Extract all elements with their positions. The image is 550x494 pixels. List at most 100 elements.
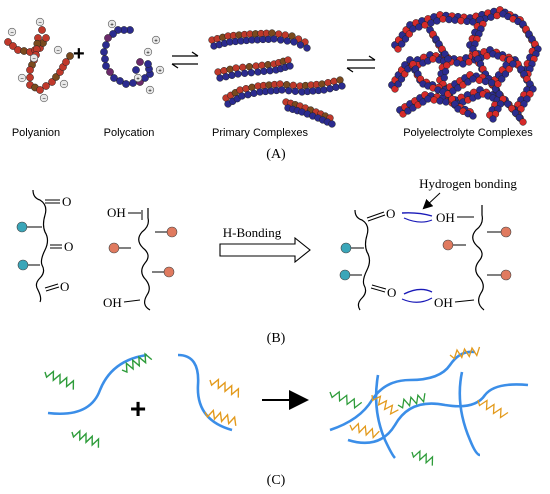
- network-orange-zigzag-3: [477, 399, 509, 419]
- caption-b: (B): [267, 331, 286, 346]
- pec-inner-bead: [463, 17, 471, 26]
- primary-cation-bead: [277, 36, 285, 44]
- anion-charge-symbol: −: [56, 48, 60, 54]
- plus-sign-a: +: [73, 43, 85, 65]
- pec-inner-bead: [397, 75, 406, 83]
- anion-charge-symbol: −: [38, 20, 42, 26]
- orange-zigzag-1: [209, 377, 240, 398]
- polyanion-bead: [66, 52, 74, 60]
- pec-inner-bead: [495, 90, 503, 98]
- pec-inner-bead: [401, 35, 410, 43]
- polyanion-bead: [42, 82, 50, 90]
- primary-cation-bead: [326, 85, 334, 93]
- network-orange-zigzag-4: [349, 422, 380, 439]
- primary-cation-bead: [222, 73, 230, 81]
- h-bonding-arrow: [219, 236, 311, 264]
- polyanion-bead: [42, 34, 50, 42]
- cation-charge: [155, 65, 165, 75]
- oh-bond-right-2: [454, 299, 475, 303]
- polyelectrolyte-complex-cluster: [388, 6, 542, 126]
- polymer-chain-2: [177, 353, 233, 432]
- backbone-hydroxyl-left: [138, 208, 151, 311]
- primary-cation-bead: [291, 87, 299, 95]
- polycation-bead: [102, 62, 110, 70]
- polyanion-bead: [9, 42, 17, 50]
- green-zigzag-2: [121, 352, 153, 374]
- pec-inner-bead: [498, 75, 506, 83]
- pec-inner-bead: [440, 74, 448, 82]
- pec-inner-bead: [405, 30, 413, 38]
- pec-inner-bead: [469, 75, 477, 83]
- carbonyl-o-1: O: [62, 194, 71, 209]
- primary-complexes: [208, 29, 346, 128]
- polyanion-bead: [36, 86, 44, 94]
- pec-inner-bead: [519, 118, 527, 126]
- polyanion-bead: [38, 26, 46, 34]
- primary-cation-bead: [286, 62, 294, 70]
- carbonyl-bond-3: [44, 283, 60, 292]
- primary-cation-bead: [290, 38, 298, 46]
- anion-charge: [59, 79, 69, 89]
- hydrogen-bonding-annotation: Hydrogen bonding: [419, 176, 517, 191]
- polycation-charges: ++++++: [107, 19, 165, 95]
- primary-cation-bead: [303, 44, 311, 52]
- cation-charge: [107, 19, 117, 29]
- pec-inner-bead: [451, 16, 459, 24]
- polycation-chain: [100, 26, 154, 88]
- primary-cation-bead: [241, 69, 249, 77]
- network-orange-zigzag-2: [449, 346, 481, 360]
- cation-charge: [143, 47, 153, 57]
- anion-charge: [17, 73, 27, 83]
- pec-inner-bead: [469, 112, 477, 120]
- primary-cation-bead: [270, 35, 278, 43]
- primary-cation-bead: [244, 91, 252, 99]
- pec-inner-bead: [398, 40, 406, 48]
- anion-charge-symbol: −: [32, 56, 36, 62]
- cation-charge: [145, 85, 155, 95]
- pec-inner-bead: [501, 70, 510, 78]
- primary-cation-bead: [320, 86, 328, 94]
- network-orange-zigzag-1: [371, 394, 399, 416]
- pec-inner-bead: [394, 45, 402, 53]
- label-polyelectrolyte-complexes: Polyelectrolyte Complexes: [403, 127, 533, 139]
- network-chain-3: [374, 374, 396, 459]
- pec-inner-bead: [487, 13, 495, 21]
- network-chain-4: [458, 371, 481, 457]
- polyanion-bead: [62, 58, 70, 66]
- polycation-bead: [106, 68, 114, 76]
- salmon-bead-left-2: [108, 242, 120, 254]
- cation-charge: [151, 35, 161, 45]
- cation-charge-symbol: +: [148, 88, 152, 94]
- h-bonding-label: H-Bonding: [223, 225, 282, 240]
- primary-cation-bead: [332, 83, 340, 91]
- salmon-bead-right-1: [500, 226, 512, 238]
- annotation-arrow: [422, 192, 441, 210]
- pec-inner-bead: [481, 77, 490, 86]
- network-green-zigzag-1: [329, 390, 363, 410]
- pec-inner-bead: [424, 95, 432, 103]
- primary-cation-bead: [260, 67, 268, 75]
- primary-cation-bead: [338, 82, 346, 90]
- pec-inner-bead: [391, 85, 399, 93]
- pec-inner-bead: [489, 115, 497, 123]
- pec-inner-bead: [445, 15, 453, 24]
- pec-inner-bead: [475, 76, 483, 84]
- oh-bond-left-2: [123, 299, 141, 303]
- panel-c: + (C): [44, 346, 529, 488]
- panel-a: −−−−−−− + ++++++ Polyanion Polycation Pr…: [4, 6, 542, 162]
- pec-inner-bead: [429, 55, 437, 63]
- carbonyl-o-r2: O: [387, 285, 396, 300]
- polycation-bead: [114, 26, 122, 34]
- pec-inner-bead: [493, 11, 501, 20]
- carbonyl-bond-r1: [366, 211, 386, 222]
- caption-a: (A): [266, 147, 286, 162]
- pec-inner-bead: [488, 79, 496, 87]
- carbonyl-o-r1: O: [386, 206, 395, 221]
- primary-cation-bead: [328, 120, 336, 128]
- anion-charge: [39, 93, 49, 103]
- primary-cation-bead: [285, 87, 293, 95]
- pec-inner-bead: [430, 96, 438, 104]
- h-bond-arc-bottom: [403, 288, 433, 295]
- equilibrium-arrow-1: [171, 51, 199, 69]
